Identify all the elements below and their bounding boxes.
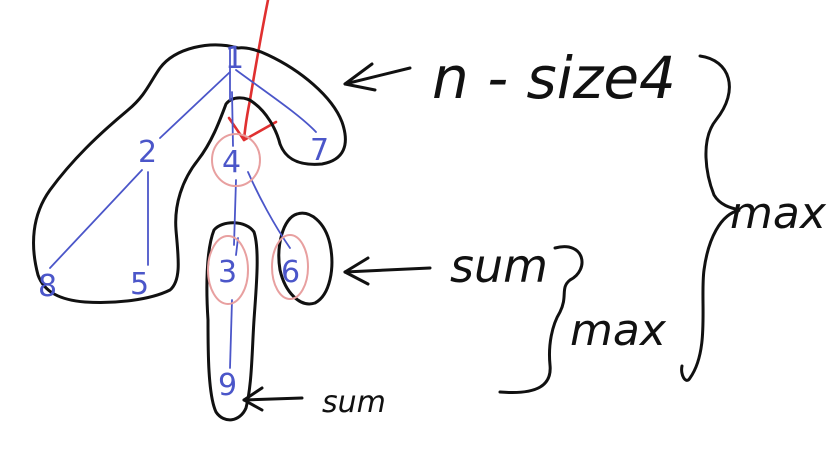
path-3-9-outline [205, 221, 259, 422]
outer-region-outline [32, 43, 347, 304]
node-label: 2 [138, 135, 157, 170]
node-label: 5 [130, 267, 149, 302]
sum-label-bottom: sum [322, 385, 386, 420]
node-4-circle [211, 133, 261, 187]
highlight-circles [207, 133, 309, 305]
node-6-circle [271, 234, 309, 300]
node-label: 1 [225, 41, 244, 76]
node-3-circle [207, 235, 249, 305]
node-6-outline [277, 211, 334, 306]
red-pointer-arrow [227, 0, 278, 142]
node-label: 7 [310, 133, 329, 168]
node-label: 3 [218, 255, 237, 290]
node-label: 4 [222, 145, 241, 180]
inner-max-brace [498, 245, 584, 395]
complement-size-label: n - size4 [432, 44, 676, 112]
max-label-outer: max [730, 188, 827, 239]
node-label: 6 [281, 255, 300, 290]
outer-max-brace [680, 54, 741, 382]
max-label-inner: max [570, 305, 667, 356]
node-label: 8 [38, 269, 57, 304]
tree-edges [49, 47, 317, 369]
node-label: 9 [218, 368, 237, 403]
sum-label-right: sum [450, 239, 548, 293]
annotation-arrows [242, 62, 432, 412]
